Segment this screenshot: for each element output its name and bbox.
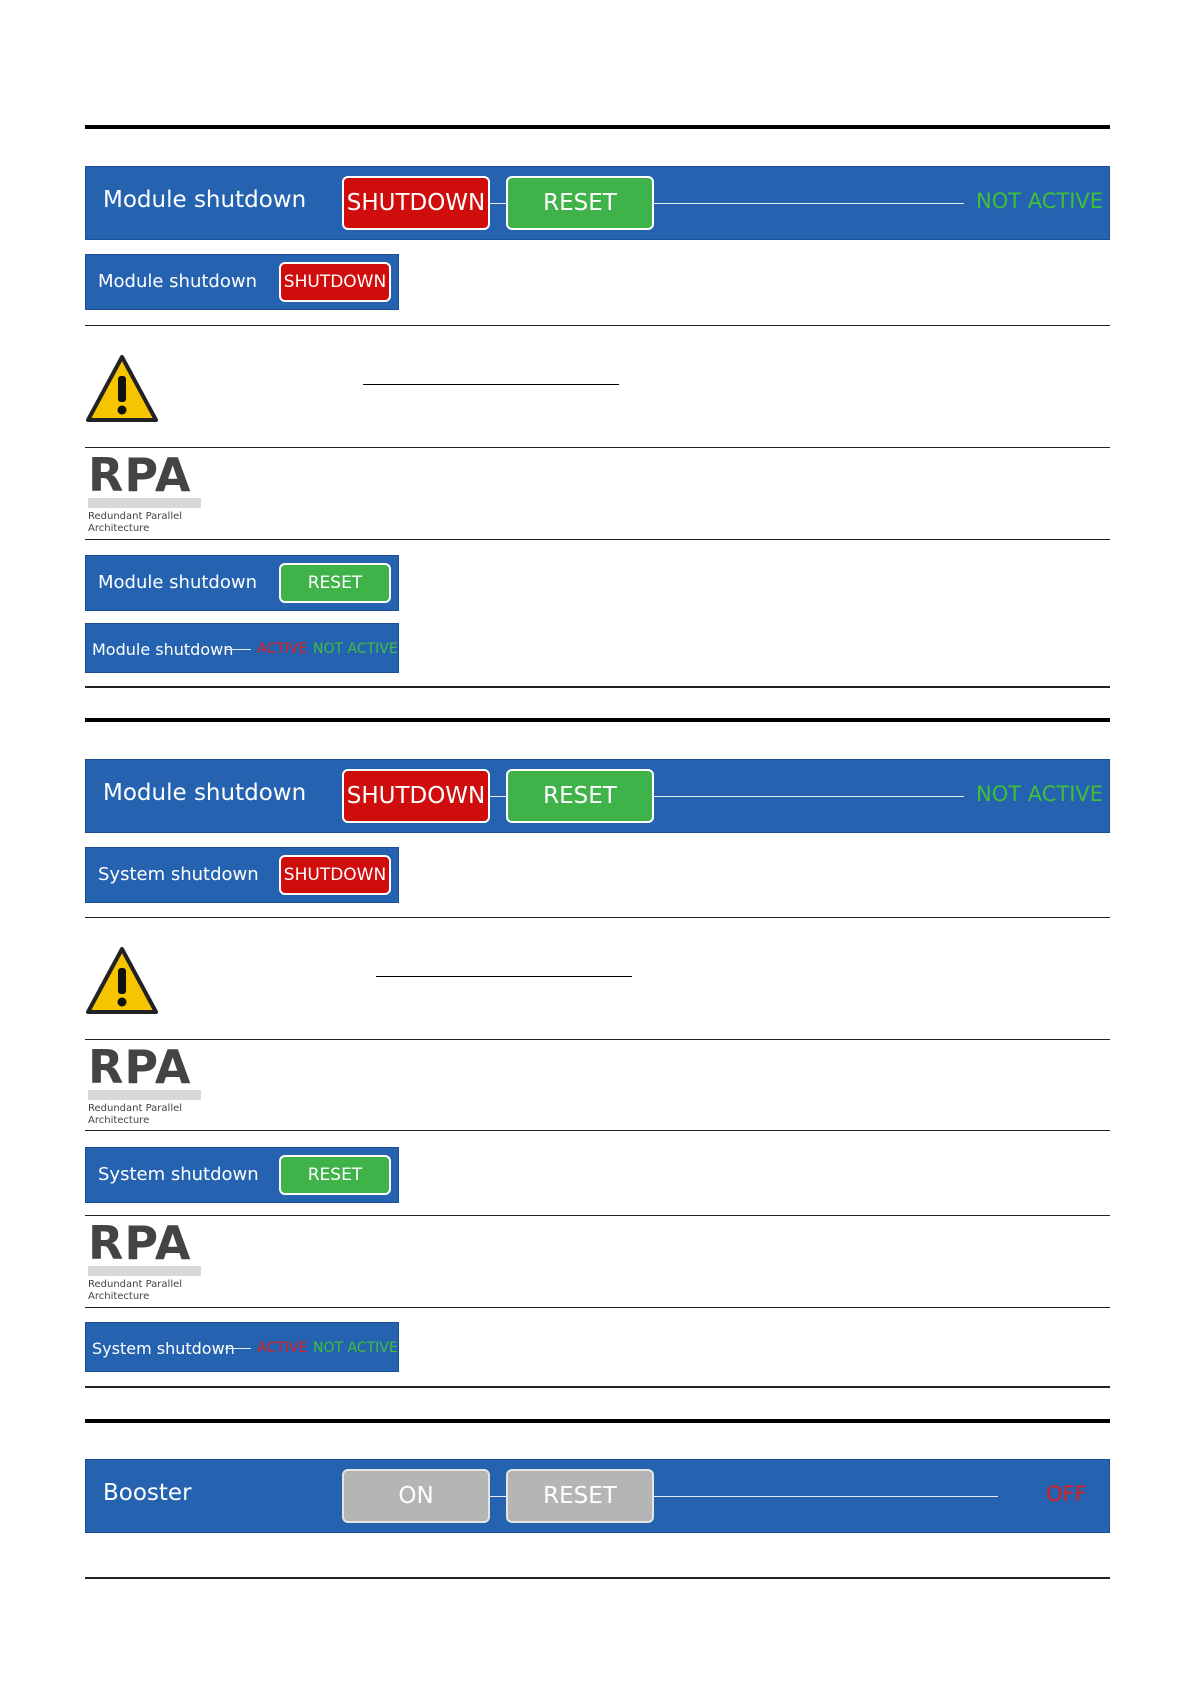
module-shutdown-button-panel: Module shutdown SHUTDOWN: [85, 254, 399, 310]
reset-button[interactable]: RESET: [279, 563, 391, 603]
section-3-bottom-rule: [85, 1577, 1110, 1579]
rpa-logo: RPA Redundant Parallel Architecture: [88, 1216, 203, 1303]
booster-panel: Booster ON RESET OFF: [85, 1459, 1110, 1533]
rpa-logo-subtitle-2: Architecture: [88, 1291, 150, 1302]
connector-line: [654, 796, 964, 797]
divider: [85, 325, 1110, 326]
module-shutdown-main-panel-2: Module shutdown SHUTDOWN RESET NOT ACTIV…: [85, 759, 1110, 833]
system-shutdown-reset-panel: System shutdown RESET: [85, 1147, 399, 1203]
status-active: ACTIVE: [257, 1340, 308, 1356]
shutdown-button[interactable]: SHUTDOWN: [279, 262, 391, 302]
connector-line: [490, 203, 506, 204]
reset-button[interactable]: RESET: [506, 769, 654, 823]
section-1-top-rule: [85, 125, 1110, 129]
system-shutdown-status-panel: System shutdown ACTIVE NOT ACTIVE: [85, 1322, 399, 1372]
divider: [85, 539, 1110, 540]
section-3-top-rule: [85, 1419, 1110, 1423]
divider: [85, 1130, 1110, 1131]
connector-line: [654, 1496, 998, 1497]
rpa-logo: RPA Redundant Parallel Architecture: [88, 448, 203, 535]
status-not-active: NOT ACTIVE: [313, 641, 398, 657]
rpa-logo-bar: [88, 1266, 201, 1276]
section-2-bottom-rule: [85, 1386, 1110, 1388]
shutdown-button[interactable]: SHUTDOWN: [342, 769, 490, 823]
system-shutdown-button-panel: System shutdown SHUTDOWN: [85, 847, 399, 903]
reset-button[interactable]: RESET: [506, 176, 654, 230]
on-button[interactable]: ON: [342, 1469, 490, 1523]
rpa-logo-subtitle-1: Redundant Parallel: [88, 1279, 183, 1290]
panel-label: Module shutdown: [98, 271, 257, 292]
underline-field: [376, 976, 632, 977]
rpa-logo-subtitle-2: Architecture: [88, 523, 150, 534]
panel-label: System shutdown: [98, 1164, 259, 1185]
connector-line: [654, 203, 964, 204]
status-active: ACTIVE: [257, 641, 308, 657]
divider: [85, 447, 1110, 448]
section-1-bottom-rule: [85, 686, 1110, 688]
warning-triangle-icon: [86, 355, 158, 422]
status-indicator: NOT ACTIVE: [976, 189, 1104, 213]
divider: [85, 1307, 1110, 1308]
panel-label: Module shutdown: [92, 640, 234, 659]
module-shutdown-reset-panel: Module shutdown RESET: [85, 555, 399, 611]
shutdown-button[interactable]: SHUTDOWN: [342, 176, 490, 230]
status-indicator: OFF: [1046, 1482, 1087, 1506]
underline-field: [363, 384, 619, 385]
panel-label: Module shutdown: [103, 780, 307, 806]
rpa-logo-bar: [88, 498, 201, 508]
reset-button[interactable]: RESET: [506, 1469, 654, 1523]
panel-label: Module shutdown: [98, 572, 257, 593]
module-shutdown-status-panel: Module shutdown ACTIVE NOT ACTIVE: [85, 623, 399, 673]
connector-line: [225, 1348, 251, 1349]
module-shutdown-main-panel: Module shutdown SHUTDOWN RESET NOT ACTIV…: [85, 166, 1110, 240]
connector-line: [490, 796, 506, 797]
rpa-logo-letters: RPA: [88, 448, 192, 502]
panel-label: System shutdown: [98, 864, 259, 885]
section-2-top-rule: [85, 718, 1110, 722]
rpa-logo-subtitle-2: Architecture: [88, 1115, 150, 1126]
rpa-logo: RPA Redundant Parallel Architecture: [88, 1040, 203, 1127]
connector-line: [490, 1496, 506, 1497]
panel-label: Booster: [103, 1480, 192, 1506]
panel-label: Module shutdown: [103, 187, 307, 213]
reset-button[interactable]: RESET: [279, 1155, 391, 1195]
divider: [85, 1215, 1110, 1216]
rpa-logo-letters: RPA: [88, 1040, 192, 1094]
divider: [85, 917, 1110, 918]
warning-triangle-icon: [86, 947, 158, 1014]
status-not-active: NOT ACTIVE: [313, 1340, 398, 1356]
status-indicator: NOT ACTIVE: [976, 782, 1104, 806]
rpa-logo-subtitle-1: Redundant Parallel: [88, 1103, 183, 1114]
rpa-logo-bar: [88, 1090, 201, 1100]
panel-label: System shutdown: [92, 1339, 235, 1358]
shutdown-button[interactable]: SHUTDOWN: [279, 855, 391, 895]
rpa-logo-subtitle-1: Redundant Parallel: [88, 511, 183, 522]
rpa-logo-letters: RPA: [88, 1216, 192, 1270]
divider: [85, 1039, 1110, 1040]
connector-line: [225, 649, 251, 650]
